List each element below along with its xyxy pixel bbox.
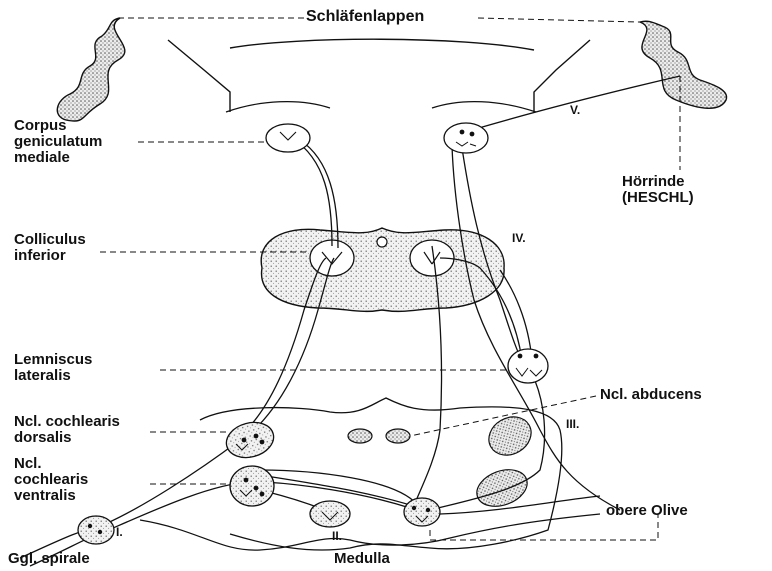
dorsal-cochlear-nucleus xyxy=(222,417,277,462)
right-abducens-nucleus xyxy=(386,429,410,443)
left-temporal-cortex xyxy=(57,18,125,121)
label-superior-olive: obere Olive xyxy=(606,503,688,519)
cerebrum-arch xyxy=(230,39,534,50)
left-mgb-nucleus xyxy=(266,124,310,152)
label-auditory-cortex-line-1: Hörrinde xyxy=(622,174,694,190)
label-abducens-nucleus: Ncl. abducens xyxy=(600,387,702,403)
right-medulla-mass-upper xyxy=(482,409,538,462)
ventral-cochlear-nucleus xyxy=(230,466,274,506)
label-inferior-colliculus: Colliculus inferior xyxy=(14,232,86,264)
label-ventral-cochlear-line-2: cochlearis xyxy=(14,472,88,488)
aqueduct xyxy=(377,237,387,247)
neuron-number-4: IV. xyxy=(512,231,526,245)
right-mgb-nucleus xyxy=(444,123,488,153)
trapezoid-body-nucleus xyxy=(310,501,350,527)
label-ventral-cochlear-line-3: ventralis xyxy=(14,488,88,504)
pathway-fibers xyxy=(20,76,680,566)
label-dorsal-cochlear-line-1: Ncl. cochlearis xyxy=(14,414,120,430)
label-dorsal-cochlear-line-2: dorsalis xyxy=(14,430,120,446)
label-lateral-lemniscus: Lemniscus lateralis xyxy=(14,352,92,384)
neuron-number-1: I. xyxy=(116,525,123,539)
label-dorsal-cochlear: Ncl. cochlearis dorsalis xyxy=(14,414,120,446)
label-mgb-line-3: mediale xyxy=(14,150,102,166)
label-mgb-line-1: Corpus xyxy=(14,118,102,134)
label-medulla: Medulla xyxy=(334,551,390,567)
brain-outline xyxy=(168,40,590,112)
right-temporal-cortex xyxy=(640,21,727,108)
label-inferior-colliculus-line-2: inferior xyxy=(14,248,86,264)
label-lateral-lemniscus-line-2: lateralis xyxy=(14,368,92,384)
right-medulla-mass-lower xyxy=(472,463,532,513)
label-ventral-cochlear: Ncl. cochlearis ventralis xyxy=(14,456,88,504)
label-auditory-cortex: Hörrinde (HESCHL) xyxy=(622,174,694,206)
label-mgb-line-2: geniculatum xyxy=(14,134,102,150)
neuron-number-2: II. xyxy=(332,529,342,543)
thalamus-outline xyxy=(226,102,536,112)
label-ventral-cochlear-line-1: Ncl. xyxy=(14,456,88,472)
label-spiral-ganglion: Ggl. spirale xyxy=(8,551,90,567)
neuron-number-5: V. xyxy=(570,103,580,117)
left-abducens-nucleus xyxy=(348,429,372,443)
lemniscus-lateralis-nucleus xyxy=(508,349,548,383)
label-temporal-lobe: Schläfenlappen xyxy=(306,9,424,25)
label-lateral-lemniscus-line-1: Lemniscus xyxy=(14,352,92,368)
label-auditory-cortex-line-2: (HESCHL) xyxy=(622,190,694,206)
label-mgb: Corpus geniculatum mediale xyxy=(14,118,102,166)
label-inferior-colliculus-line-1: Colliculus xyxy=(14,232,86,248)
neuron-number-3: III. xyxy=(566,417,579,431)
spiral-ganglion xyxy=(78,516,114,544)
